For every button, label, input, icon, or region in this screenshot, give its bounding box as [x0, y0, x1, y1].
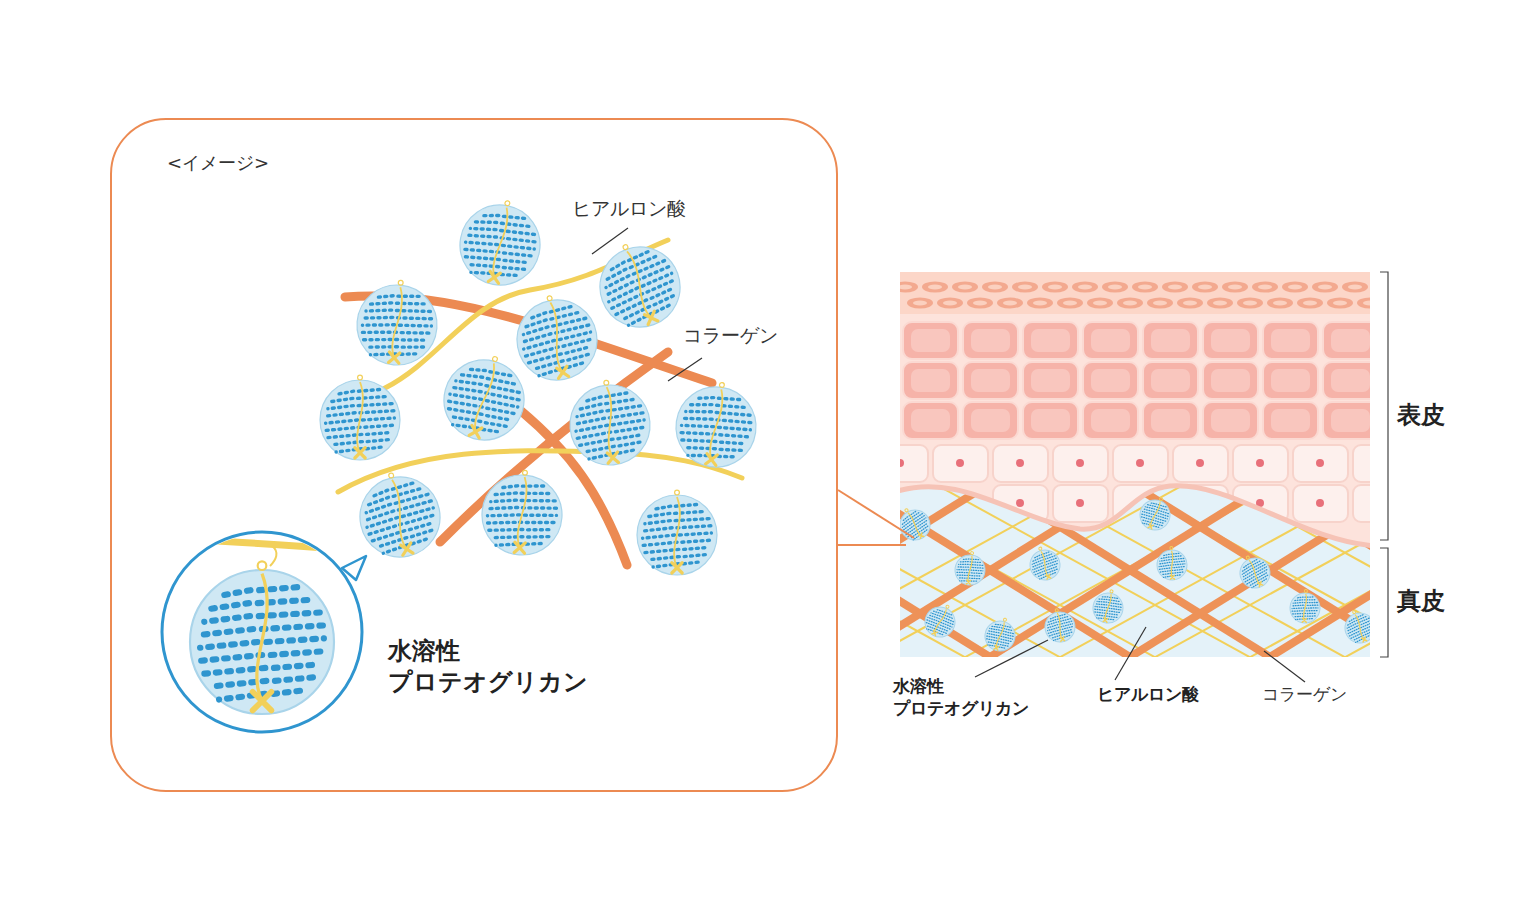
proteoglycan [1156, 546, 1187, 581]
proteoglycan [587, 231, 691, 338]
leader-line [668, 358, 702, 381]
part-label: コラーゲン [1262, 683, 1347, 705]
pointer-triangle [342, 556, 366, 580]
bracket [1380, 272, 1388, 657]
proteoglycan [671, 377, 762, 472]
proteoglycan [435, 346, 534, 449]
part-label: 水溶性 プロテオグリカン [388, 636, 588, 698]
proteoglycan [510, 289, 604, 386]
skin-section [900, 272, 1370, 657]
proteoglycan [981, 614, 1019, 655]
layer-label: 表皮 [1397, 400, 1445, 431]
leader-line [1264, 651, 1305, 682]
proteoglycan [354, 277, 441, 368]
image-caption: <イメージ> [167, 151, 269, 174]
proteoglycan [1025, 543, 1063, 583]
callout-wire [838, 490, 914, 538]
proteoglycan [1340, 605, 1370, 647]
proteoglycan [320, 375, 400, 460]
proteoglycan [1090, 587, 1126, 626]
magnifier [150, 532, 380, 732]
proteoglycan [953, 550, 987, 587]
zoom-illustration [320, 194, 762, 575]
proteoglycan [920, 599, 962, 642]
leader-line [975, 640, 1048, 677]
layer-label: 真皮 [1397, 586, 1445, 617]
proteoglycan [1234, 550, 1275, 593]
leader-line [1115, 627, 1146, 680]
leader-line [592, 228, 628, 254]
proteoglycan [900, 501, 935, 545]
proteoglycan [479, 468, 565, 558]
part-label: ヒアルロン酸 [572, 196, 686, 221]
part-label: コラーゲン [683, 323, 778, 348]
proteoglycan [1042, 606, 1078, 645]
proteoglycan [637, 490, 717, 575]
proteoglycan [566, 377, 653, 468]
callout-wire [838, 544, 906, 546]
hyaluronic-acid [338, 451, 742, 492]
part-label: ヒアルロン酸 [1097, 683, 1199, 705]
proteoglycan [454, 194, 548, 291]
part-label: 水溶性 プロテオグリカン [893, 675, 1029, 719]
proteoglycan [190, 561, 334, 714]
proteoglycan [352, 465, 448, 565]
proteoglycan [1289, 589, 1321, 624]
